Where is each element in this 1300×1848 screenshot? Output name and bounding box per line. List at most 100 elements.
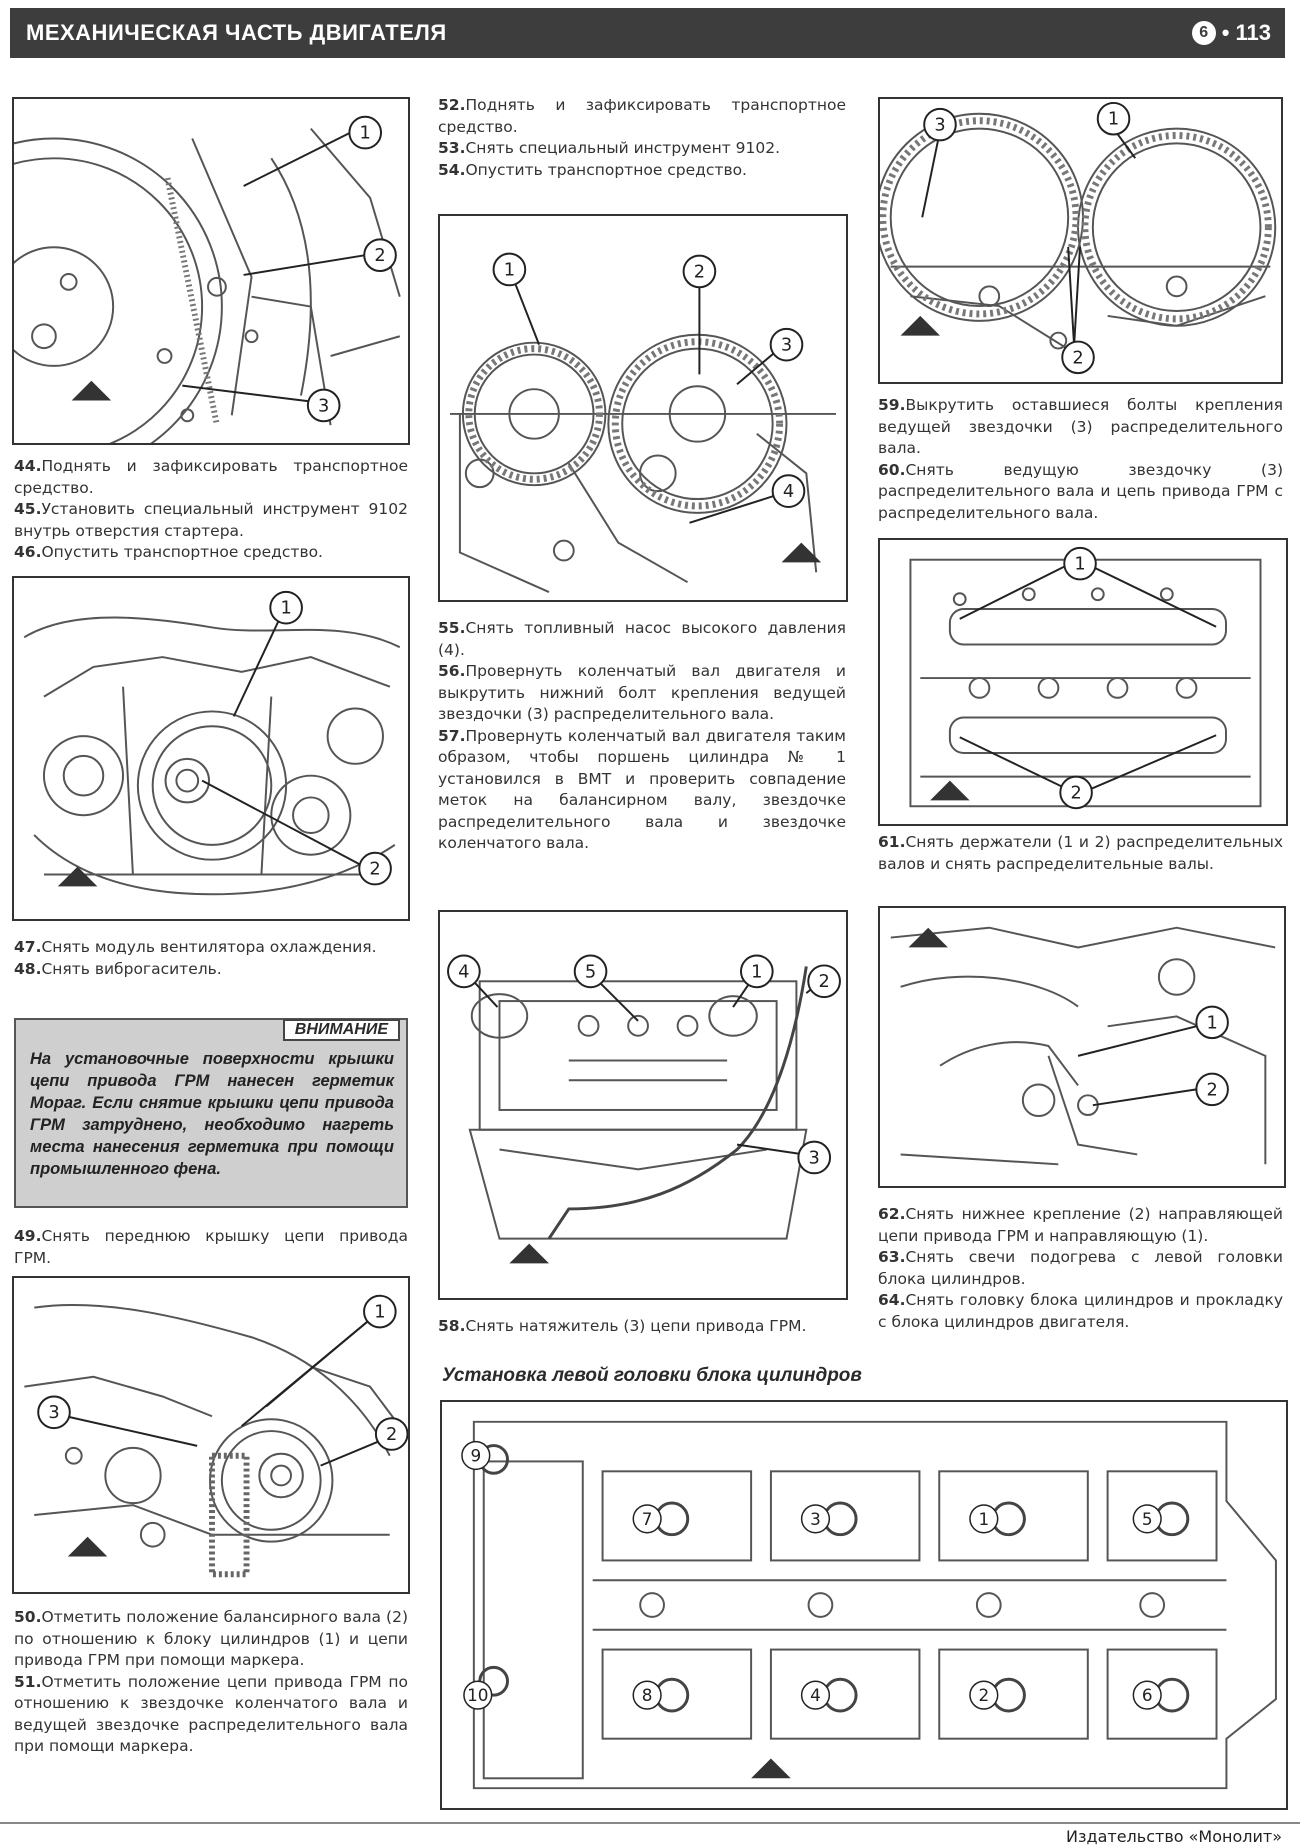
step-64: 64.Снять головку блока цилиндров и прокл…: [878, 1291, 1283, 1331]
fig7-callout-1: 1: [1074, 555, 1085, 575]
step-55: 55.Снять топливный насос высокого давлен…: [438, 619, 846, 659]
fig3-callout-1: 1: [374, 1302, 385, 1322]
figure-timing-sprockets-illustration: 1 2 3 4: [450, 252, 836, 593]
fig8-callout-1: 1: [1206, 1013, 1217, 1033]
fig9-bolt-7: 7: [642, 1509, 653, 1529]
page-number-block: 6 • 113: [1191, 20, 1271, 46]
step-56: 56.Провернуть коленчатый вал двигателя и…: [438, 662, 846, 723]
fig2-logo-icon: [57, 866, 98, 887]
fig9-bolt-1: 1: [978, 1509, 989, 1529]
figure-balance-shaft: 1 2 3: [12, 1276, 410, 1594]
steps-62-64: 62.Снять нижнее крепление (2) направляющ…: [878, 1204, 1283, 1333]
fig9-logo-icon: [751, 1758, 791, 1779]
fig7-callout-2: 2: [1070, 783, 1081, 803]
figure-camshaft-holders: 1 2: [878, 538, 1288, 826]
fig9-bolt-3: 3: [810, 1509, 821, 1529]
figure-engine-tensioner: 4 5 1 2 3: [438, 910, 848, 1300]
fig7-logo-icon: [930, 780, 970, 801]
fig5-logo-icon: [509, 1243, 549, 1264]
step-60: 60.Снять ведущую звездочку (3) распредел…: [878, 460, 1283, 522]
fig4-callout-2: 2: [694, 261, 705, 282]
fig5-callout-2: 2: [818, 971, 829, 992]
fig6-callout-3: 3: [934, 116, 945, 136]
step-52: 52.Поднять и зафиксировать транспортное …: [438, 96, 846, 136]
fig9-bolt-8: 8: [642, 1685, 653, 1705]
step-54: 54.Опустить транспортное средство.: [438, 160, 747, 179]
warning-box: ВНИМАНИЕ На установочные поверхности кры…: [14, 1018, 408, 1208]
figure-camshaft-holders-illustration: 1 2: [909, 546, 1262, 810]
warning-label: ВНИМАНИЕ: [282, 1019, 400, 1041]
steps-59-60: 59.Выкрутить оставшиеся болты крепления …: [878, 395, 1283, 524]
step-48: 48.Снять виброгаситель.: [14, 959, 222, 978]
page-number: • 113: [1221, 20, 1271, 45]
step-46: 46.Опустить транспортное средство.: [14, 543, 323, 561]
figure-flywheel-illustration: 1 2 3: [14, 115, 401, 443]
steps-50-51: 50.Отметить положение балансирного вала …: [14, 1607, 408, 1758]
figure-chain-guide-illustration: 1 2: [890, 926, 1276, 1166]
figure-balance-shaft-illustration: 1 2 3: [24, 1294, 408, 1578]
fig3-callout-3: 3: [48, 1403, 59, 1423]
step-58: 58.Снять натяжитель (3) цепи привода ГРМ…: [438, 1317, 807, 1335]
fig5-callout-3: 3: [809, 1147, 820, 1168]
fig4-callout-1: 1: [504, 259, 515, 280]
step-58-block: 58.Снять натяжитель (3) цепи привода ГРМ…: [438, 1316, 846, 1338]
step-45: 45.Установить специальный инструмент 910…: [14, 500, 408, 540]
figure-cylinder-head-sequence: 9 7 3 1 5 10 8 4 2 6: [440, 1400, 1288, 1810]
step-53: 53.Снять специальный инструмент 9102.: [438, 139, 781, 157]
page-header: МЕХАНИЧЕСКАЯ ЧАСТЬ ДВИГАТЕЛЯ 6 • 113: [10, 8, 1285, 58]
figure-timing-sprockets: 1 2 3 4: [438, 214, 848, 602]
step-59: 59.Выкрутить оставшиеся болты крепления …: [878, 396, 1283, 457]
step-44: 44.Поднять и зафиксировать транспортное …: [14, 457, 408, 497]
step-61: 61.Снять держатели (1 и 2) распределител…: [878, 833, 1283, 873]
fig4-callout-3: 3: [781, 335, 792, 356]
figure-engine-front-illustration: 1 2: [23, 590, 401, 896]
fig9-bolt-5: 5: [1142, 1509, 1153, 1529]
fig9-bolt-6: 6: [1142, 1685, 1153, 1705]
figure-camshaft-sprockets: 3 1 2: [878, 97, 1283, 384]
fig4-logo-icon: [781, 542, 822, 563]
fig1-callout-3: 3: [318, 395, 329, 416]
fig1-callout-2: 2: [374, 245, 385, 266]
fig3-logo-icon: [67, 1536, 108, 1557]
figure-flywheel-tool: 1 2 3: [12, 97, 410, 445]
fig5-callout-1: 1: [751, 961, 762, 982]
step-47: 47.Снять модуль вентилятора охлаждения.: [14, 938, 377, 956]
fig5-callout-4: 4: [458, 961, 469, 982]
fig5-callout-5: 5: [585, 961, 596, 982]
step-57: 57.Провернуть коленчатый вал двигателя т…: [438, 726, 846, 853]
figure-chain-guide: 1 2: [878, 906, 1286, 1188]
fig3-callout-2: 2: [386, 1425, 397, 1445]
fig2-callout-2: 2: [369, 859, 380, 880]
step-62: 62.Снять нижнее крепление (2) направляющ…: [878, 1205, 1283, 1245]
fig6-callout-1: 1: [1108, 110, 1119, 130]
fig2-callout-1: 1: [280, 598, 291, 619]
warning-text: На установочные поверхности крышки цепи …: [30, 1050, 394, 1178]
fig1-callout-1: 1: [360, 123, 371, 144]
section-title: МЕХАНИЧЕСКАЯ ЧАСТЬ ДВИГАТЕЛЯ: [26, 20, 447, 45]
step-49-block: 49.Снять переднюю крышку цепи привода ГР…: [14, 1226, 408, 1269]
figure-camshaft-sprockets-illustration: 3 1 2: [880, 101, 1277, 375]
step-51: 51.Отметить положение цепи привода ГРМ п…: [14, 1672, 408, 1756]
fig9-bolt-9: 9: [470, 1445, 481, 1465]
fig6-logo-icon: [900, 315, 940, 336]
fig4-callout-4: 4: [783, 481, 794, 502]
fig8-callout-2: 2: [1206, 1080, 1217, 1100]
figure-cylinder-head-illustration: 9 7 3 1 5 10 8 4 2 6: [461, 1420, 1277, 1790]
fig1-logo-icon: [71, 380, 112, 401]
steps-44-46: 44.Поднять и зафиксировать транспортное …: [14, 456, 408, 564]
step-63: 63.Снять свечи подогрева с левой головки…: [878, 1248, 1283, 1288]
section-subtitle: Установка левой головки блока цилиндров: [442, 1365, 862, 1386]
steps-47-48: 47.Снять модуль вентилятора охлаждения. …: [14, 937, 408, 980]
chapter-badge: 6: [1191, 21, 1216, 45]
footer-divider: [0, 1822, 1300, 1824]
publisher: Издательство «Монолит»: [1066, 1827, 1282, 1846]
fig9-bolt-10: 10: [467, 1685, 488, 1705]
step-50: 50.Отметить положение балансирного вала …: [14, 1608, 408, 1669]
fig9-bolt-2: 2: [978, 1685, 989, 1705]
steps-52-54: 52.Поднять и зафиксировать транспортное …: [438, 95, 846, 181]
step-61-block: 61.Снять держатели (1 и 2) распределител…: [878, 832, 1283, 875]
fig6-callout-2: 2: [1072, 348, 1083, 368]
fig8-logo-icon: [908, 927, 948, 948]
figure-vibration-damper: 1 2: [12, 576, 410, 921]
steps-55-57: 55.Снять топливный насос высокого давлен…: [438, 618, 846, 855]
